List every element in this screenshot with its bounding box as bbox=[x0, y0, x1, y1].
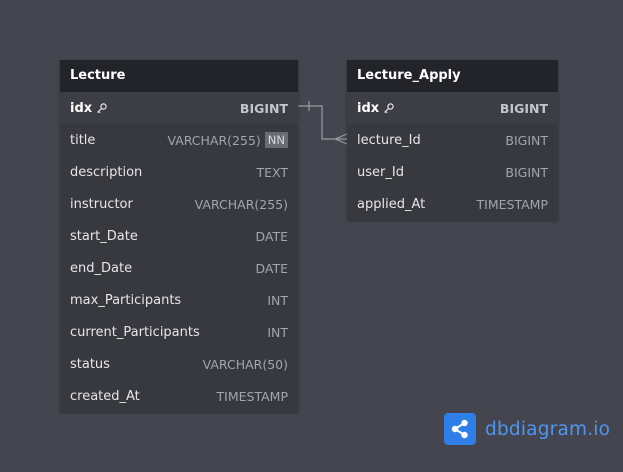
table-row[interactable]: user_Id BIGINT bbox=[347, 156, 558, 188]
column-type: DATE bbox=[255, 228, 288, 244]
column-name: instructor bbox=[70, 196, 133, 212]
column-type: VARCHAR(255) bbox=[194, 196, 288, 212]
column-type: INT bbox=[267, 324, 288, 340]
table-row[interactable]: status VARCHAR(50) bbox=[60, 348, 298, 380]
brand-watermark[interactable]: dbdiagram.io bbox=[444, 413, 610, 445]
column-type: BIGINT bbox=[239, 100, 288, 116]
many-cardinality-mark-bottom bbox=[334, 138, 348, 145]
table-row[interactable]: lecture_Id BIGINT bbox=[347, 124, 558, 156]
column-type: TEXT bbox=[256, 164, 288, 180]
column-name: lecture_Id bbox=[357, 132, 421, 148]
column-name: idx bbox=[357, 100, 380, 116]
table-lecture-apply[interactable]: Lecture_Apply idx BIGINT lecture_Id BIGI… bbox=[347, 60, 558, 220]
column-type: DATE bbox=[255, 260, 288, 276]
column-type: BIGINT bbox=[505, 132, 548, 148]
table-row[interactable]: created_At TIMESTAMP bbox=[60, 380, 298, 412]
column-name: current_Participants bbox=[70, 324, 200, 340]
share-nodes-icon bbox=[444, 413, 476, 445]
column-name: idx bbox=[70, 100, 93, 116]
column-type: INT bbox=[267, 292, 288, 308]
column-name: max_Participants bbox=[70, 292, 182, 308]
table-header[interactable]: Lecture bbox=[60, 60, 298, 92]
table-row[interactable]: description TEXT bbox=[60, 156, 298, 188]
table-row[interactable]: idx BIGINT bbox=[60, 92, 298, 124]
table-header[interactable]: Lecture_Apply bbox=[347, 60, 558, 92]
brand-name: dbdiagram.io bbox=[485, 418, 611, 440]
column-type: TIMESTAMP bbox=[476, 196, 548, 212]
not-null-badge: NN bbox=[264, 132, 288, 148]
column-name: applied_At bbox=[357, 196, 426, 212]
column-type: BIGINT bbox=[499, 100, 548, 116]
column-type: VARCHAR(50) bbox=[202, 356, 288, 372]
column-name: status bbox=[70, 356, 110, 372]
column-name: user_Id bbox=[357, 164, 404, 180]
table-row[interactable]: max_Participants INT bbox=[60, 284, 298, 316]
column-name: start_Date bbox=[70, 228, 138, 244]
table-row[interactable]: instructor VARCHAR(255) bbox=[60, 188, 298, 220]
table-row[interactable]: applied_At TIMESTAMP bbox=[347, 188, 558, 220]
table-row[interactable]: title VARCHAR(255) NN bbox=[60, 124, 298, 156]
column-type: TIMESTAMP bbox=[216, 388, 288, 404]
column-name: title bbox=[70, 132, 96, 148]
key-icon bbox=[97, 103, 107, 114]
table-lecture[interactable]: Lecture idx BIGINT title VARCHAR(255) NN… bbox=[60, 60, 298, 412]
table-row[interactable]: start_Date DATE bbox=[60, 220, 298, 252]
table-row[interactable]: current_Participants INT bbox=[60, 316, 298, 348]
key-icon bbox=[384, 103, 394, 114]
column-name: created_At bbox=[70, 388, 140, 404]
table-row[interactable]: idx BIGINT bbox=[347, 92, 558, 124]
many-cardinality-mark-top bbox=[334, 133, 348, 140]
column-name: end_Date bbox=[70, 260, 133, 276]
column-type: VARCHAR(255) bbox=[167, 132, 261, 148]
column-type: BIGINT bbox=[505, 164, 548, 180]
relationship-line bbox=[298, 105, 347, 140]
table-row[interactable]: end_Date DATE bbox=[60, 252, 298, 284]
column-name: description bbox=[70, 164, 143, 180]
